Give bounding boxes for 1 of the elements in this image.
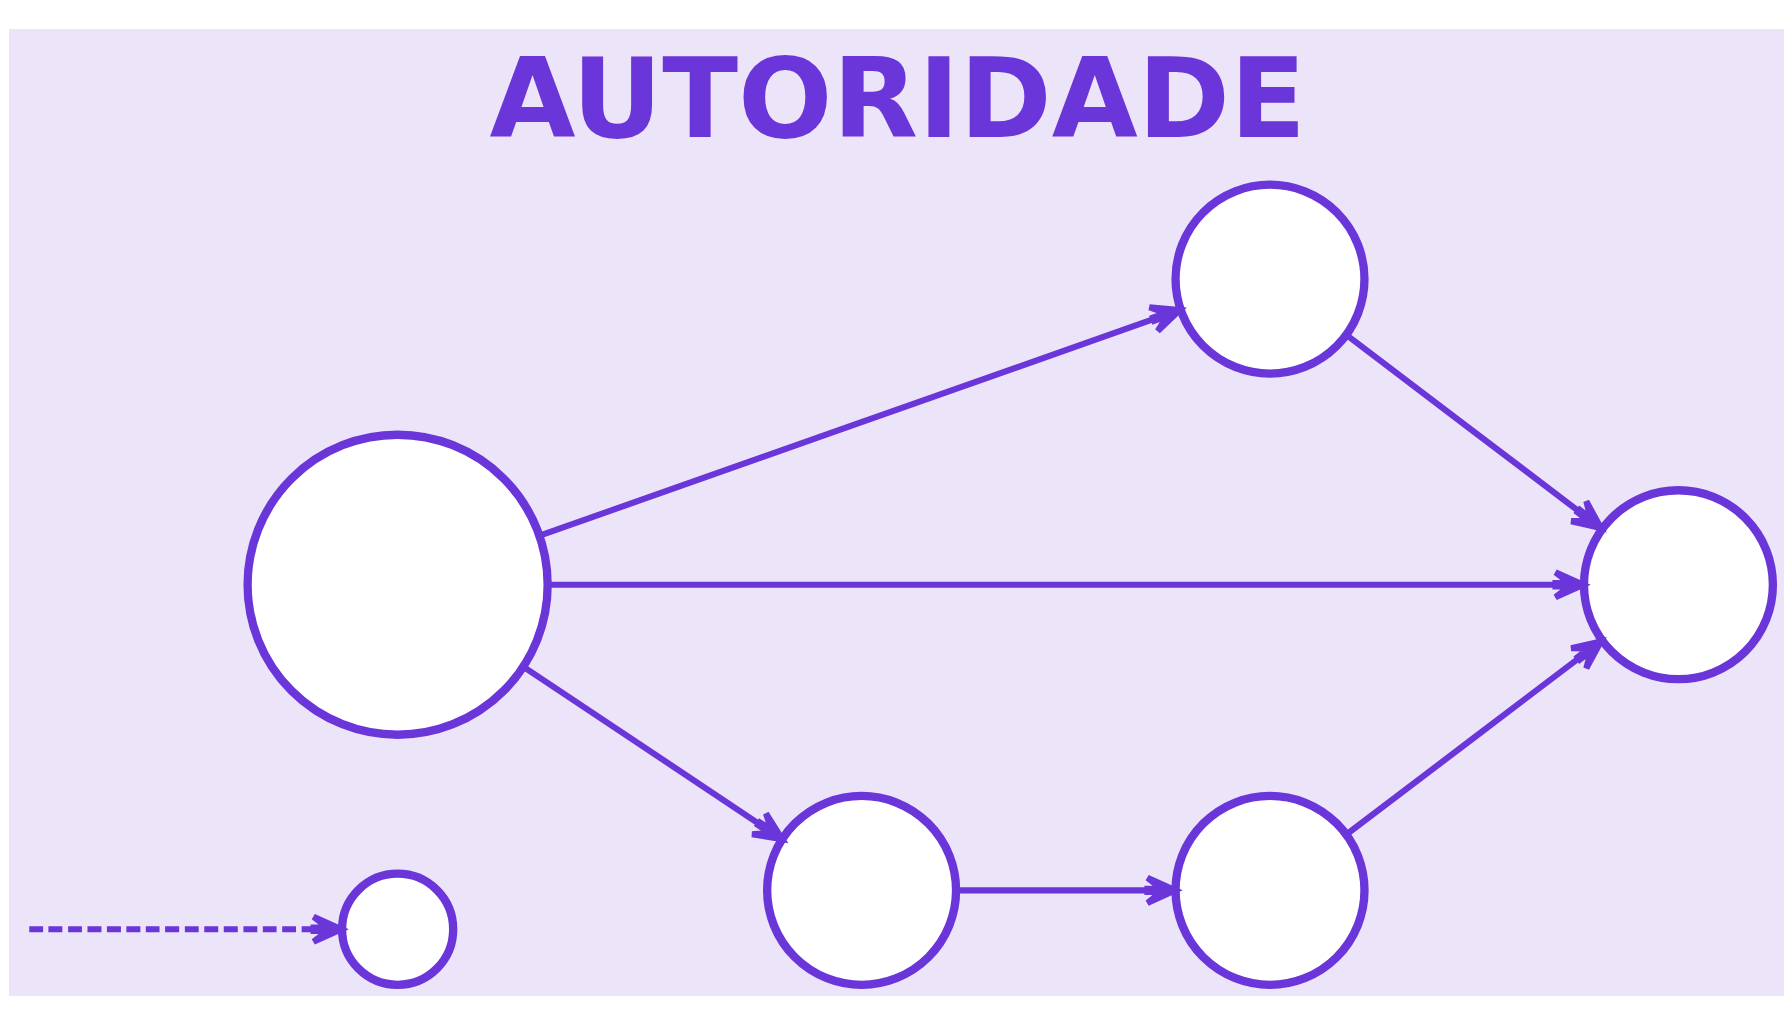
diagram-title: AUTORIDADE <box>488 33 1306 163</box>
